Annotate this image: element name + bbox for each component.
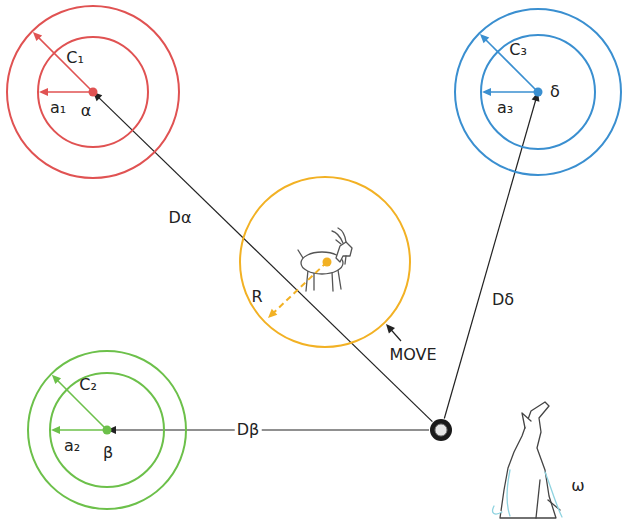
arrow-head	[52, 375, 61, 384]
distance-label: Dδ	[490, 291, 516, 309]
circle-outline	[27, 350, 187, 510]
coefficient-label: C₂	[79, 377, 97, 393]
radius-arrow	[489, 91, 538, 93]
radius-arrow	[58, 429, 107, 431]
coefficient-label: a₁	[50, 100, 66, 116]
inner-circle	[481, 35, 595, 149]
arrow-head	[482, 88, 491, 96]
beta-circle: C₂ a₂ β	[27, 350, 187, 510]
omega-label: ω	[571, 478, 584, 494]
radius-arrow	[38, 37, 93, 92]
coefficient-label: a₃	[497, 100, 513, 116]
inner-circle	[38, 37, 148, 147]
radius-arrow	[485, 39, 538, 92]
coefficient-label: C₁	[66, 50, 84, 66]
outer-circle	[7, 6, 179, 178]
distance-arrow	[98, 97, 432, 422]
center-dot	[89, 88, 98, 97]
circle-outline	[454, 8, 622, 176]
wolf-position	[430, 419, 452, 441]
distance-label: Dα	[169, 210, 192, 226]
arrow-head	[386, 324, 395, 333]
delta-circle: C₃ a₃ δ	[454, 8, 622, 176]
radius-arrow	[273, 262, 327, 313]
center-dot	[534, 88, 543, 97]
outer-circle	[240, 177, 410, 347]
move-arrow	[391, 329, 401, 341]
wolf-label: β	[103, 445, 113, 461]
wolf-figure	[493, 402, 562, 518]
circle-outline	[6, 5, 180, 179]
move-label: MOVE	[389, 347, 436, 363]
distance-label: Dβ	[235, 421, 262, 439]
wolf-label: α	[81, 103, 92, 119]
wolf-label: δ	[550, 84, 560, 100]
arrow-head	[51, 426, 60, 434]
arrow-head	[39, 88, 48, 96]
goat-figure	[298, 228, 352, 291]
center-dot	[103, 426, 112, 435]
coefficient-label: C₃	[509, 42, 527, 58]
radius-label: R	[251, 289, 262, 305]
alpha-circle: C₁ a₁ α	[6, 5, 180, 179]
coefficient-label: a₂	[64, 438, 80, 454]
prey-dot	[323, 258, 332, 267]
circle-outline	[239, 176, 411, 348]
outer-circle	[28, 351, 186, 509]
distance-arrow	[114, 429, 429, 430]
arrow-head	[33, 32, 42, 41]
radius-arrow	[46, 91, 93, 93]
prey-circle: R	[239, 176, 411, 348]
arrow-head	[268, 309, 277, 318]
outer-circle	[455, 9, 621, 175]
inner-circle	[50, 373, 164, 487]
arrow-head	[480, 34, 489, 43]
